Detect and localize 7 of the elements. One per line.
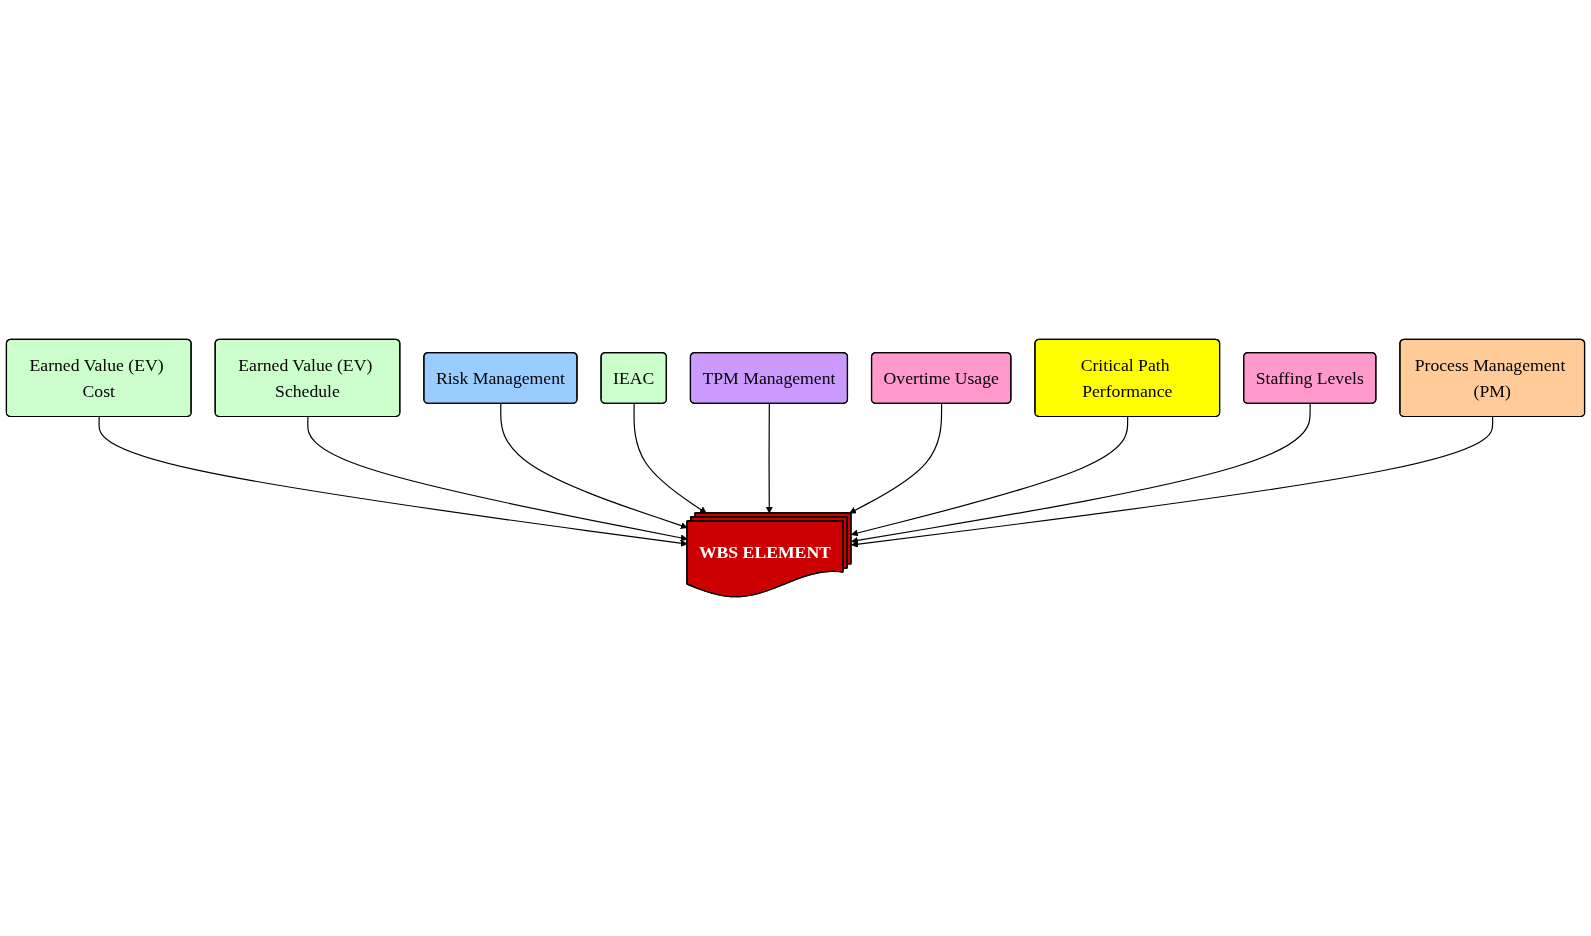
arrow xyxy=(307,416,688,542)
arrow xyxy=(851,402,1311,544)
arrow xyxy=(849,402,943,514)
arrow xyxy=(500,402,688,529)
arrow xyxy=(98,416,688,547)
arrow xyxy=(851,416,1494,548)
arrow xyxy=(851,416,1129,537)
